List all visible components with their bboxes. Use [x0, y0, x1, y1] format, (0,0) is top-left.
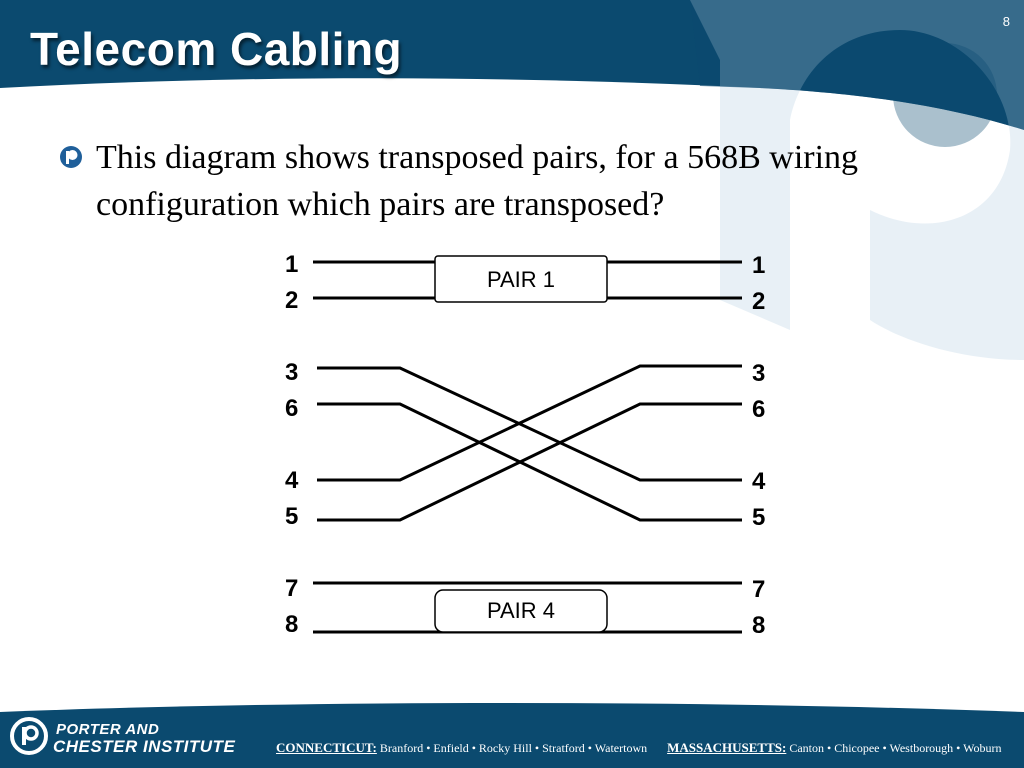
bullet-logo-icon [58, 144, 84, 170]
ct-label: CONNECTICUT: [276, 740, 377, 755]
right-pin-label: 8 [752, 612, 765, 639]
left-pin-label: 4 [285, 467, 299, 494]
left-pin-label: 6 [285, 395, 298, 422]
wire-pin5-to-6 [317, 402, 742, 522]
bullet-text: This diagram shows transposed pairs, for… [96, 139, 859, 223]
right-pin-label: 1 [752, 252, 765, 279]
left-pin-label: 1 [285, 251, 298, 278]
pair4-label: PAIR 4 [487, 598, 555, 623]
right-pin-label: 7 [752, 576, 765, 603]
slide-title: Telecom Cabling [30, 23, 403, 75]
pair4-box: PAIR 4 [434, 589, 608, 633]
pair1-box: PAIR 1 [434, 255, 608, 303]
wire-pin6-to-5 [317, 402, 742, 522]
wiring-diagram: 1 2 3 6 4 5 7 8 1 2 3 6 4 5 7 8 PAIR 1 [285, 251, 766, 639]
right-pin-label: 6 [752, 396, 765, 423]
ma-label: MASSACHUSETTS: [667, 740, 787, 755]
ct-locations: Branford • Enfield • Rocky Hill • Stratf… [379, 741, 648, 755]
ma-locations: Canton • Chicopee • Westborough • Woburn [789, 741, 1002, 755]
wire-pin3-to-4 [317, 366, 742, 482]
wire-pin4-to-3 [317, 364, 742, 482]
left-pin-label: 2 [285, 287, 298, 314]
right-pin-label: 5 [752, 504, 765, 531]
page-number: 8 [1002, 14, 1010, 29]
left-pin-label: 7 [285, 575, 298, 602]
footer-locations: CONNECTICUT: Branford • Enfield • Rocky … [276, 740, 1002, 756]
footer-logo-icon [10, 717, 48, 755]
left-pin-label: 3 [285, 359, 298, 386]
right-pin-label: 2 [752, 288, 765, 315]
pair1-label: PAIR 1 [487, 267, 555, 292]
right-pin-label: 3 [752, 360, 765, 387]
left-pin-label: 5 [285, 503, 298, 530]
brand-name-line1: PORTER AND [56, 721, 160, 738]
brand-name-line2: CHESTER INSTITUTE [53, 737, 236, 756]
left-pin-label: 8 [285, 611, 298, 638]
right-pin-label: 4 [752, 468, 766, 495]
